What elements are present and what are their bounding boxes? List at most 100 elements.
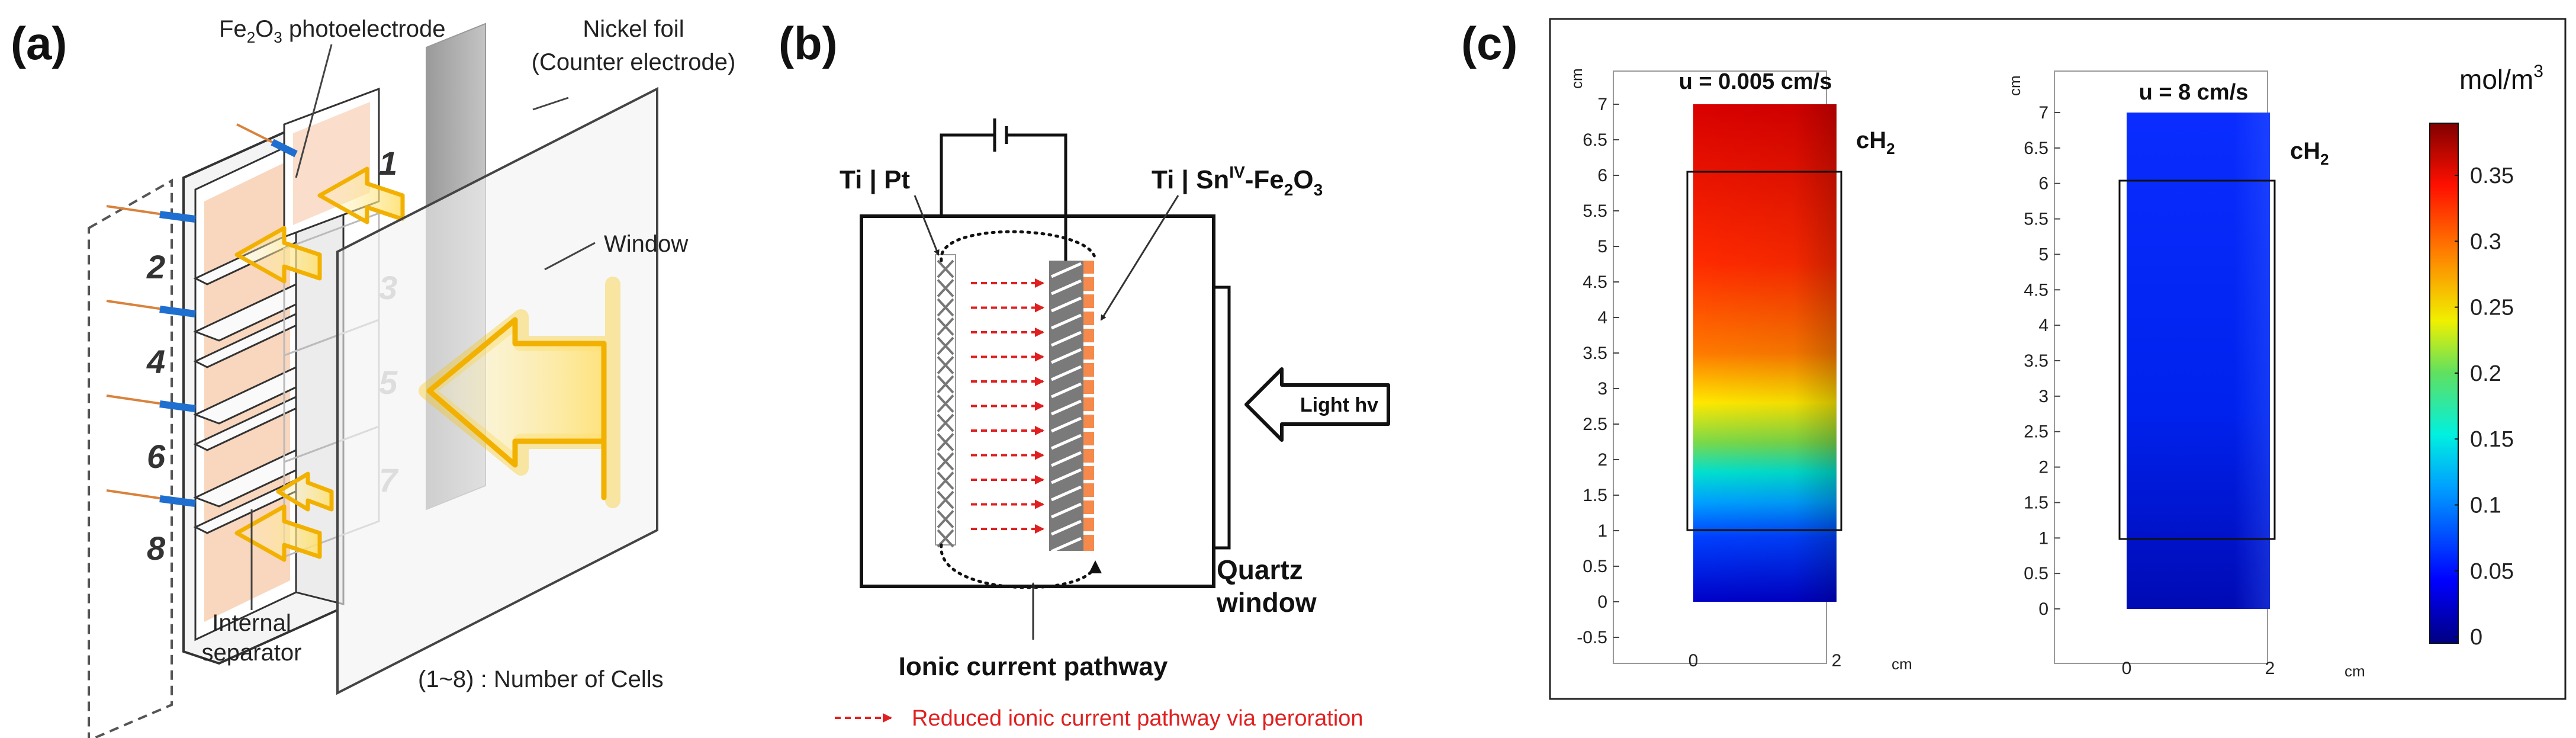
colorbar-tick-label: 0.15 (2470, 427, 2514, 452)
nickel-foil-label-line2: (Counter electrode) (532, 49, 736, 75)
electrode-notch (1083, 377, 1094, 380)
y-tick-label: 4 (2038, 316, 2048, 335)
x-tick-label: 2 (2265, 659, 2275, 678)
electrode-notch (1083, 428, 1094, 432)
mesh-cross (937, 490, 954, 509)
cells-caption: (1~8) : Number of Cells (418, 666, 664, 692)
plot2-x-unit: cm (2345, 662, 2365, 680)
y-tick-label: 0 (2038, 599, 2048, 619)
y-tick-label: 6.5 (2024, 139, 2048, 158)
ionic-path-bottom (940, 543, 1102, 589)
ionic-label: Ionic current pathway (899, 652, 1168, 681)
y-tick-label: 4.5 (2024, 280, 2048, 300)
y-tick-label: 3.5 (2024, 351, 2048, 371)
panel-b-letter: (b) (779, 17, 838, 69)
mesh-cross (937, 259, 954, 278)
electrode-notch (1083, 531, 1094, 535)
y-tick-label: 2.5 (1583, 415, 1607, 434)
electrode-stripe (1050, 502, 1082, 519)
nickel-foil-label-line1: Nickel foil (583, 16, 684, 42)
y-tick-label: 6 (1597, 166, 1607, 185)
electrode-stripe (1050, 313, 1082, 330)
y-tick-label: 1.5 (2024, 493, 2048, 512)
plot1-electrode-outline (1686, 171, 1842, 531)
y-tick-label: 5 (1597, 237, 1607, 256)
colorbar-tick-label: 0.3 (2470, 229, 2501, 254)
ti-pt-mesh-crosses (937, 259, 954, 548)
panel-c-letter: (c) (1461, 17, 1517, 69)
cell-number-4: 4 (146, 343, 165, 380)
y-tick-label: 3 (1597, 379, 1607, 399)
electrode-notch (1083, 497, 1094, 500)
plot2-y-unit: cm (2006, 75, 2024, 96)
quartz-label-line2: window (1216, 587, 1317, 618)
quartz-window (1212, 285, 1231, 550)
electrode-stripe (1050, 485, 1082, 502)
photoelectrode-leader (295, 44, 333, 178)
y-tick-label: 6.5 (1583, 130, 1607, 150)
window-leader (544, 242, 596, 271)
colorbar-tick-label: 0.35 (2470, 163, 2514, 188)
cell-number-1: 1 (379, 145, 397, 182)
ti-pt-leader (914, 195, 940, 256)
ti-sn-leader (1100, 195, 1179, 321)
ti-pt-mesh (935, 254, 956, 546)
y-tick-label: 7 (2038, 103, 2048, 123)
electrode-stripe (1050, 365, 1082, 381)
electrode-stripe (1050, 382, 1082, 399)
colorbar-tick-label: 0.25 (2470, 296, 2514, 320)
cell-number-6: 6 (147, 438, 166, 475)
ti-sn-label: Ti | SnIV-Fe2O3 (1152, 163, 1323, 199)
electrode-notch (1083, 411, 1094, 415)
mesh-cross (937, 471, 954, 490)
y-tick-label: 3 (2038, 387, 2048, 406)
photoelectrode-label: Fe2O3 photoelectrode (219, 16, 446, 46)
y-tick-label: 0.5 (1583, 557, 1607, 576)
mesh-cross (937, 298, 954, 317)
colorbar-tick-label: 0 (2470, 625, 2482, 650)
y-tick-label: 1 (2038, 528, 2048, 548)
electrode-notch (1083, 274, 1094, 277)
wires (106, 123, 298, 507)
cell-number-2: 2 (146, 248, 165, 285)
electrode-stripe (1050, 468, 1082, 484)
y-tick-label: -0.5 (1577, 628, 1607, 647)
back-plate (88, 178, 173, 738)
light-label: Light hv (1300, 394, 1378, 416)
y-tick-label: 7 (1597, 95, 1607, 114)
cell-number-8: 8 (147, 530, 166, 567)
plot1-x-unit: cm (1892, 655, 1912, 673)
reduced-pathway-arrows (971, 278, 1044, 534)
y-tick-label: 4 (1597, 308, 1607, 328)
panel-b: (b) Ti | Pt (779, 17, 1390, 731)
electrode-stripe (1050, 399, 1082, 416)
separator-label-line2: separator (202, 640, 302, 666)
mesh-cross (937, 317, 954, 336)
cell-box (860, 214, 1215, 588)
colorbar-tick-label: 0.2 (2470, 361, 2501, 386)
colorbar-tick-label: 0.1 (2470, 493, 2501, 518)
incoming-light-arrow (426, 317, 607, 500)
y-tick-label: 3.5 (1583, 344, 1607, 363)
x-tick-label: 0 (1689, 651, 1699, 670)
battery (940, 118, 1067, 261)
mesh-cross (937, 452, 954, 471)
plot1-y-ticks: 76.565.554.543.532.521.510.50-0.5 (1577, 95, 1619, 647)
colorbar-gradient (2429, 123, 2459, 644)
y-tick-label: 2 (2038, 458, 2048, 477)
electrode-notch (1083, 445, 1094, 449)
electrode-notch (1083, 360, 1094, 363)
nickel-foil-leader (532, 97, 569, 111)
y-tick-label: 4.5 (1583, 272, 1607, 292)
window-label: Window (604, 231, 688, 257)
light-arrow (1244, 367, 1390, 442)
y-tick-label: 5.5 (1583, 201, 1607, 221)
electrode-notch (1083, 480, 1094, 483)
electrode-notch (1083, 325, 1094, 329)
quartz-label-line1: Quartz (1217, 554, 1303, 585)
reduced-label: Reduced ionic current pathway via perora… (912, 706, 1363, 731)
electrode-stripe (1050, 451, 1082, 467)
plot2-electrode-outline (2118, 179, 2276, 540)
electrode-notch (1083, 463, 1094, 466)
